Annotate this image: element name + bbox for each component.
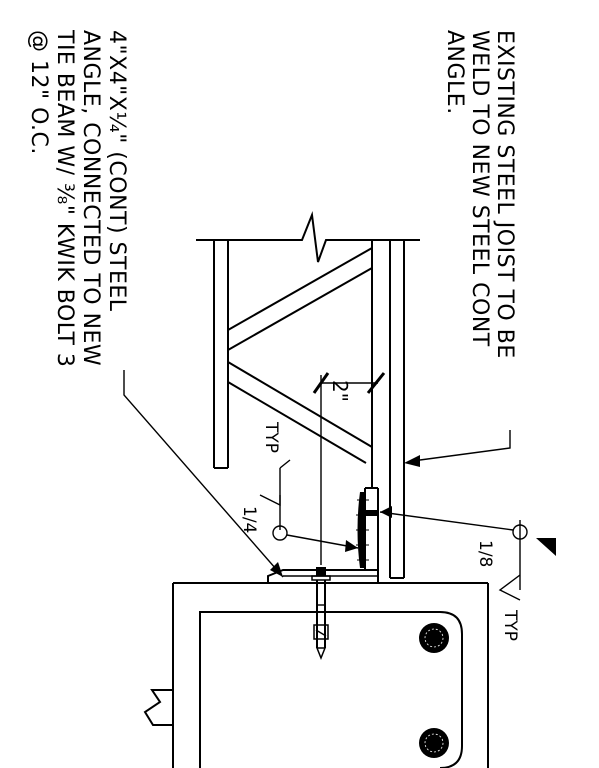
note-existing-line-3: ANGLE. bbox=[442, 30, 467, 115]
joist-bottom-chord bbox=[213, 240, 229, 469]
note-existing-line-1: EXISTING STEEL JOIST TO BE bbox=[492, 30, 517, 359]
note-angle-line-1: 4"X4"X¼" (CONT) STEEL bbox=[104, 30, 129, 312]
rebar-bottom bbox=[419, 728, 449, 758]
note-existing-line-2: WELD TO NEW STEEL CONT bbox=[467, 30, 492, 347]
weld-bead-vertical bbox=[356, 492, 369, 568]
joist-top-chord bbox=[371, 240, 405, 579]
weld-tail-upper: TYP bbox=[500, 609, 520, 641]
rebar-top bbox=[419, 623, 449, 653]
tie-beam bbox=[143, 582, 489, 768]
weld-bead-angle-to-chord bbox=[366, 510, 378, 516]
joist-web-members bbox=[227, 247, 373, 464]
leader-steel-angle bbox=[123, 370, 284, 578]
dimension-2in: 2" bbox=[312, 372, 386, 402]
dimension-label: 2" bbox=[328, 380, 352, 402]
note-angle-line-3: TIE BEAM W/ ⅜" KWIK BOLT 3 bbox=[52, 29, 77, 367]
note-steel-angle: 4"X4"X¼" (CONT) STEEL ANGLE, CONNECTED T… bbox=[26, 29, 129, 367]
joist-break-line bbox=[196, 211, 420, 263]
weld-symbol-lower: 1/4 TYP bbox=[239, 421, 359, 552]
weld-size-upper: 1/8 bbox=[475, 540, 495, 567]
note-angle-line-4: @ 12" O.C. bbox=[26, 30, 51, 155]
note-existing-joist: EXISTING STEEL JOIST TO BE WELD TO NEW S… bbox=[442, 30, 517, 359]
note-angle-line-2: ANGLE, CONNECTED TO NEW bbox=[78, 30, 103, 366]
kwik-bolt bbox=[311, 567, 331, 661]
leader-existing-joist bbox=[404, 430, 511, 467]
weld-symbol-upper: 1/8 TYP bbox=[379, 506, 556, 641]
weld-size-lower: 1/4 bbox=[239, 506, 259, 533]
weld-tail-lower: TYP bbox=[261, 421, 281, 453]
